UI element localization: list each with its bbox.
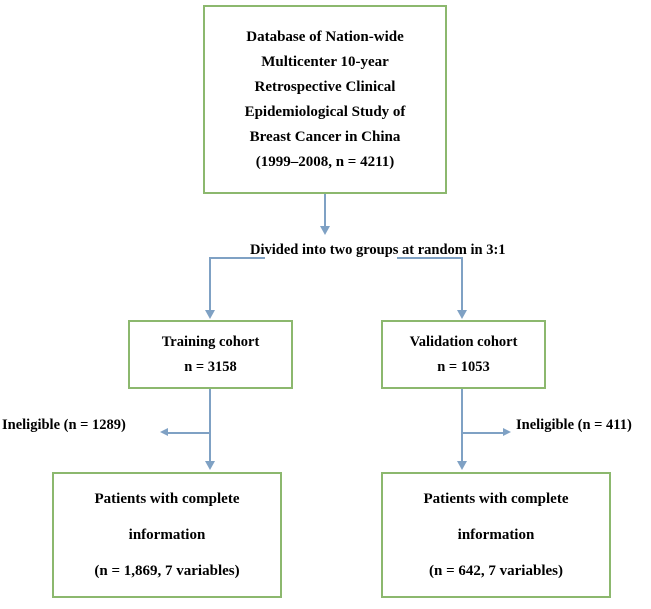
node-training-cohort-line-2: n = 3158 <box>184 358 237 375</box>
connector-split-to-training <box>209 257 211 311</box>
connector-training-to-complete <box>209 389 211 463</box>
connector-ineligible-left <box>168 432 210 434</box>
node-database-line-6: (1999–2008, n = 4211) <box>255 153 395 170</box>
connector-split-bus-right <box>397 257 461 259</box>
node-database-line-3: Retrospective Clinical <box>254 78 396 95</box>
node-validation-cohort: Validation cohort n = 1053 <box>381 320 546 389</box>
arrowhead-training-to-complete-icon <box>205 461 215 470</box>
connector-ineligible-right <box>461 432 503 434</box>
label-split-rule-line-2: groups at <box>355 242 415 258</box>
label-ineligible-left: Ineligible (n = 1289) <box>2 417 126 433</box>
node-complete-training: Patients with complete information (n = … <box>52 472 282 598</box>
arrowhead-validation-to-complete-icon <box>457 461 467 470</box>
node-database: Database of Nation-wide Multicenter 10-y… <box>203 5 447 194</box>
label-split-rule-line-3: random in 3:1 <box>417 242 506 258</box>
node-complete-training-line-1: Patients with complete <box>94 491 240 507</box>
node-training-cohort-line-1: Training cohort <box>161 333 260 350</box>
label-split-rule: Divided into two groups at random in 3:1 <box>250 238 506 263</box>
label-ineligible-right: Ineligible (n = 411) <box>516 417 632 433</box>
label-split-rule-line-1: Divided into two <box>250 242 353 258</box>
arrowhead-split-to-training-icon <box>205 310 215 319</box>
node-validation-cohort-line-2: n = 1053 <box>437 358 490 375</box>
arrowhead-split-to-validation-icon <box>457 310 467 319</box>
arrowhead-database-to-split-icon <box>320 226 330 235</box>
node-complete-training-line-3: (n = 1,869, 7 variables) <box>94 563 240 579</box>
node-complete-validation-line-3: (n = 642, 7 variables) <box>429 563 563 579</box>
connector-split-to-validation <box>461 257 463 311</box>
node-complete-validation-line-2: information <box>457 527 535 543</box>
connector-split-bus-left <box>209 257 265 259</box>
node-database-line-5: Breast Cancer in China <box>249 128 401 145</box>
arrowhead-ineligible-left-icon <box>160 428 168 436</box>
connector-database-to-split <box>324 194 326 228</box>
connector-validation-to-complete <box>461 389 463 463</box>
node-complete-training-line-2: information <box>128 527 206 543</box>
node-complete-validation-line-1: Patients with complete <box>423 491 569 507</box>
node-complete-validation: Patients with complete information (n = … <box>381 472 611 598</box>
node-database-line-4: Epidemiological Study of <box>244 103 406 120</box>
node-training-cohort: Training cohort n = 3158 <box>128 320 293 389</box>
node-database-line-1: Database of Nation-wide <box>246 28 404 45</box>
node-validation-cohort-line-1: Validation cohort <box>409 333 518 350</box>
node-database-line-2: Multicenter 10-year <box>261 53 389 70</box>
arrowhead-ineligible-right-icon <box>503 428 511 436</box>
